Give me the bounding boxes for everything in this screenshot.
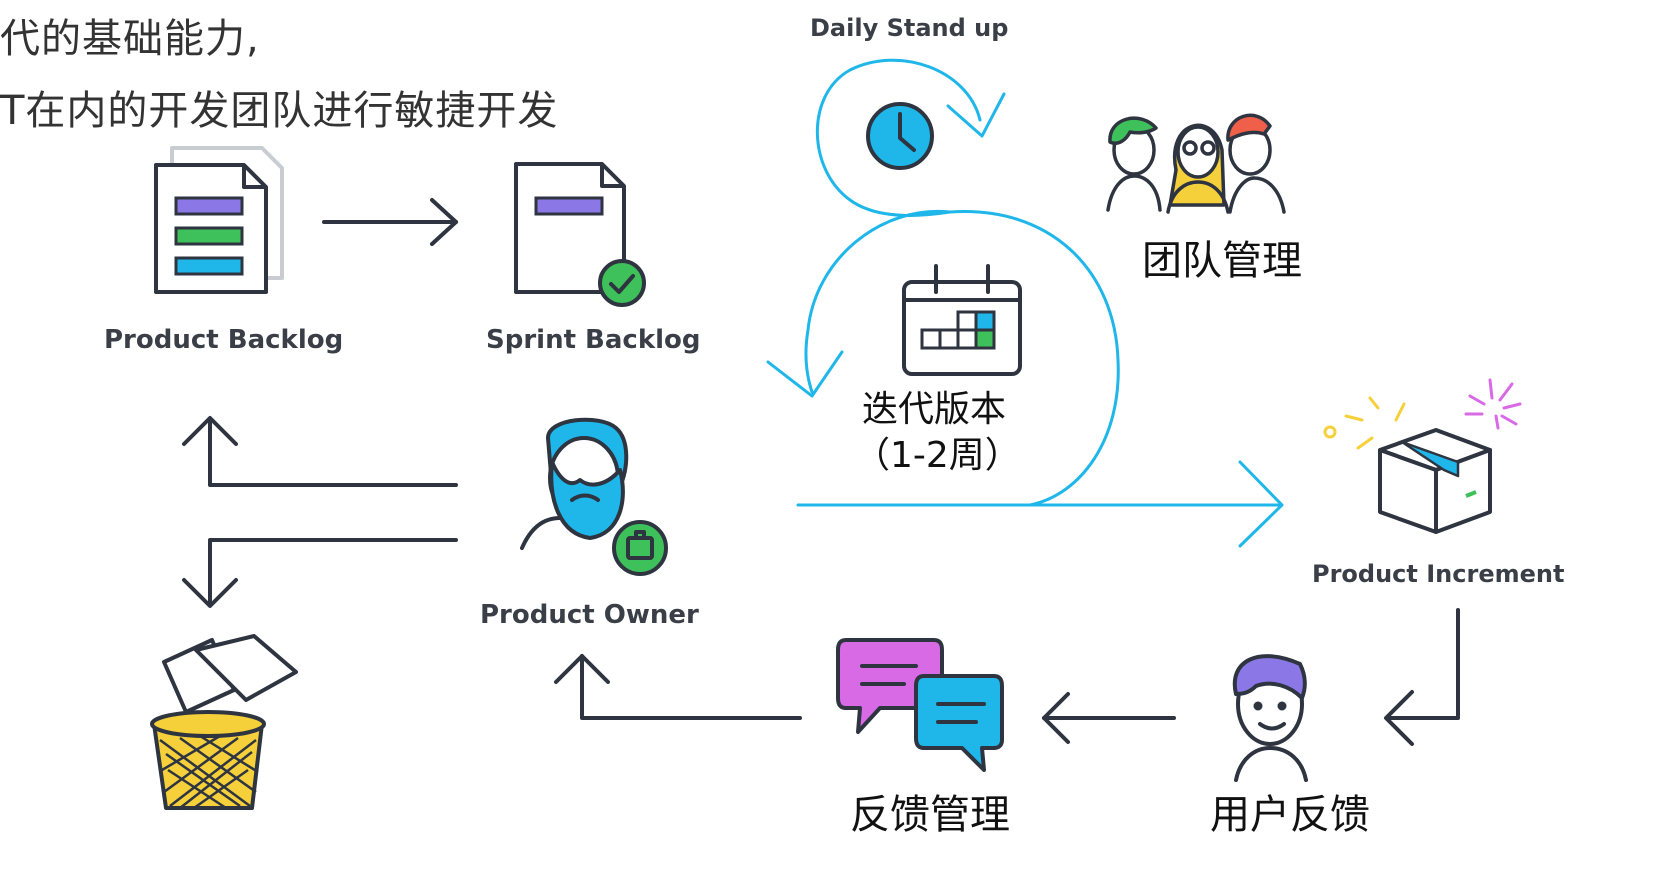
user-person-icon [1232,654,1308,782]
product-backlog-label: Product Backlog [104,325,344,355]
clock-icon [866,102,934,170]
iteration-period-label: （1-2周） [854,435,1021,476]
iteration-version-label: 迭代版本 [862,389,1007,430]
user-feedback-label: 用户反馈 [1210,792,1370,838]
team-management-label: 团队管理 [1142,238,1302,284]
package-box-icon [1323,378,1522,534]
product-increment-label: Product Increment [1312,560,1565,588]
arrow-backlog-to-sprint [322,198,458,246]
calendar-icon [902,264,1022,376]
bearded-person-icon [520,417,668,576]
daily-standup-label: Daily Stand up [810,14,1009,42]
arrow-increment-to-user [1384,608,1460,746]
product-owner-label: Product Owner [480,600,699,630]
intro-line-2: T在内的开发团队进行敏捷开发 [0,88,559,134]
document-stack-icon [154,146,284,294]
trash-basket-icon [150,634,298,810]
intro-line-1: 代的基础能力, [0,16,260,62]
arrow-owner-to-backlog [182,416,458,487]
document-check-icon [514,162,646,307]
feedback-management-label: 反馈管理 [850,792,1010,838]
arrow-owner-to-trash [182,538,458,608]
arrow-user-to-feedback [1042,692,1176,744]
sprint-cycle-loop [766,58,1284,548]
chat-bubbles-icon [836,638,1004,772]
sprint-backlog-label: Sprint Backlog [486,325,701,355]
team-people-icon [1106,113,1286,214]
arrow-feedback-to-owner [554,654,802,720]
